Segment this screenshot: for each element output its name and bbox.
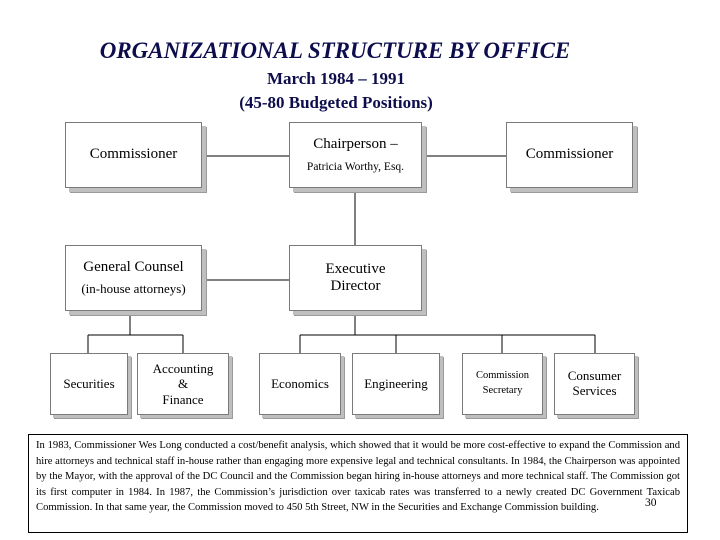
securities-box: Securities xyxy=(50,353,128,415)
general-counsel-label: General Counsel xyxy=(83,258,184,275)
page-number: 30 xyxy=(645,497,657,509)
economics-label: Economics xyxy=(271,376,329,392)
engineering-box: Engineering xyxy=(352,353,440,415)
engineering-label: Engineering xyxy=(364,376,428,392)
general-counsel-box: General Counsel (in-house attorneys) xyxy=(65,245,202,311)
commissioner-right-box: Commissioner xyxy=(506,122,633,188)
subtitle-date: March 1984 – 1991 xyxy=(266,69,406,88)
subtitle-positions: (45-80 Budgeted Positions) xyxy=(239,93,433,112)
commissioner-left-label: Commissioner xyxy=(89,146,178,163)
commission-secretary-line2: Secretary xyxy=(482,385,523,396)
page-title: ORGANIZATIONAL STRUCTURE BY OFFICE xyxy=(99,38,571,63)
consumer-services-line1: Consumer xyxy=(567,368,622,384)
history-paragraph: In 1983, Commissioner Wes Long conducted… xyxy=(28,434,688,533)
consumer-services-line2: Services xyxy=(572,383,617,398)
executive-director-box: Executive Director xyxy=(289,245,422,311)
accounting-line2: & xyxy=(177,376,189,392)
accounting-finance-box: Accounting & Finance xyxy=(137,353,229,415)
accounting-line3: Finance xyxy=(162,391,204,407)
commissioner-left-box: Commissioner xyxy=(65,122,202,188)
consumer-services-box: Consumer Services xyxy=(554,353,635,415)
securities-label: Securities xyxy=(63,376,115,392)
economics-box: Economics xyxy=(259,353,341,415)
accounting-line1: Accounting xyxy=(152,360,214,376)
commission-secretary-box: Commission Secretary xyxy=(462,353,543,415)
chairperson-box: Chairperson – Patricia Worthy, Esq. xyxy=(289,122,422,188)
executive-director-line1: Executive xyxy=(325,260,386,277)
chairperson-title: Chairperson – xyxy=(313,135,398,152)
general-counsel-note: (in-house attorneys) xyxy=(81,281,186,297)
chairperson-name: Patricia Worthy, Esq. xyxy=(306,161,405,174)
commissioner-right-label: Commissioner xyxy=(525,146,614,163)
commission-secretary-line1: Commission xyxy=(475,370,530,382)
executive-director-line2: Director xyxy=(330,278,381,294)
